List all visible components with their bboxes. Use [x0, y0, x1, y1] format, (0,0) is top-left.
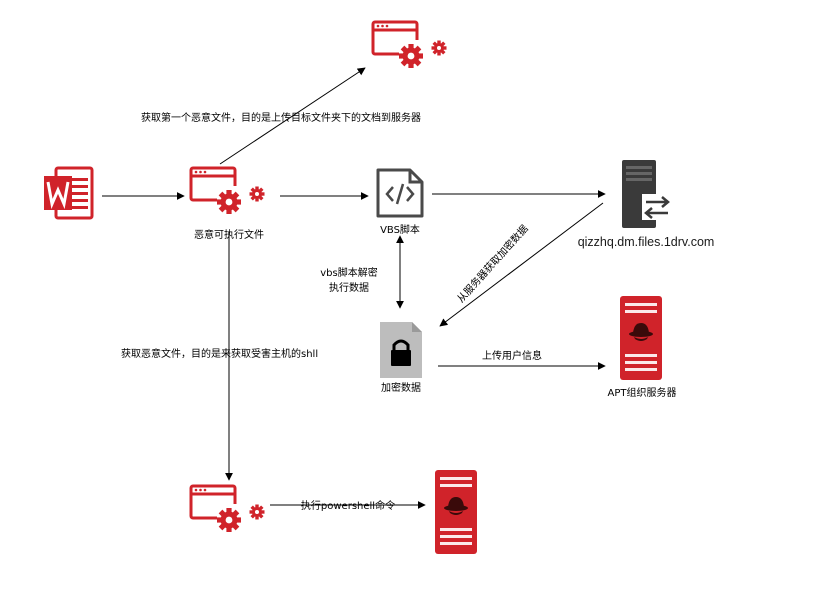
code-file-icon — [376, 168, 424, 218]
word-document-icon — [44, 166, 94, 220]
encrypted-label: 加密数据 — [381, 381, 421, 394]
vbs-label: VBS脚本 — [380, 223, 420, 236]
edge-cloud-to-encrypted — [439, 202, 604, 327]
edge-label-server-fetch: 从服务器获取加密数据 — [454, 222, 531, 305]
top-malicious-executable-icon — [373, 22, 447, 70]
encrypted-file-icon — [380, 322, 422, 378]
edge-label-vbs-decrypt-2: 执行数据 — [329, 281, 369, 294]
cloud-server-label: qizzhq.dm.files.1drv.com — [578, 235, 715, 249]
apt-server-icon — [620, 296, 662, 380]
server-transfer-icon — [622, 160, 672, 228]
edge-label-vbs-decrypt-1: vbs脚本解密 — [320, 266, 377, 279]
edge-label-exec-powershell: 执行powershell命令 — [301, 499, 395, 512]
edge-label-to-top-exe: 获取第一个恶意文件，目的是上传目标文件夹下的文档到服务器 — [141, 111, 421, 124]
exe-label: 恶意可执行文件 — [194, 228, 264, 241]
bottom-apt-server-icon — [435, 470, 477, 554]
edge-label-upload-user: 上传用户信息 — [482, 349, 542, 362]
malicious-executable-icon — [191, 168, 265, 216]
apt-server-label: APT组织服务器 — [608, 386, 677, 399]
edge-exe-to-top-exe — [219, 67, 366, 165]
bottom-malicious-executable-icon — [191, 486, 265, 534]
edge-label-to-bottom-exe: 获取恶意文件，目的是来获取受害主机的shll — [121, 347, 318, 360]
